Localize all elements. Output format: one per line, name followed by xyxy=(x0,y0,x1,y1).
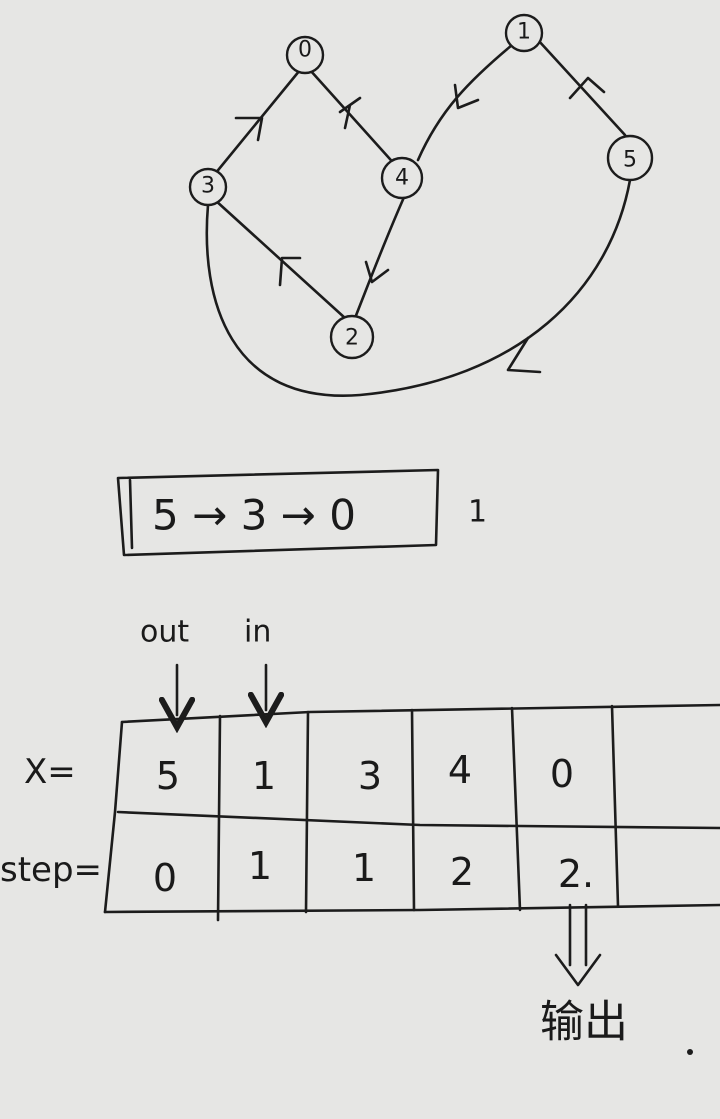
arrow-mark-5-1 xyxy=(568,76,606,100)
svg-text:0: 0 xyxy=(298,38,312,63)
path-sequence: 5 → 3 → 0 xyxy=(152,491,356,540)
edge-4-2 xyxy=(353,193,407,320)
arrow-mark-3-0 xyxy=(234,116,264,142)
path-side-note: 1 xyxy=(468,495,487,530)
arrow-mark-5-3 xyxy=(506,336,542,374)
in-label: in xyxy=(244,615,271,650)
svg-text:5: 5 xyxy=(623,148,637,173)
node-1: 1 xyxy=(504,13,544,53)
svg-text:4: 4 xyxy=(395,166,409,191)
node-5: 5 xyxy=(606,134,654,182)
x-cell: 5 xyxy=(156,754,180,798)
x-cell: 3 xyxy=(358,754,382,798)
x-row-label: X= xyxy=(24,752,76,792)
node-2: 2 xyxy=(329,314,375,360)
output-double-arrow xyxy=(554,903,602,987)
arrow-mark-2-3 xyxy=(278,256,302,287)
graph: 0 1 2 3 4 5 xyxy=(188,13,654,397)
step-cell: 1 xyxy=(352,846,376,890)
step-cell: 2. xyxy=(558,852,594,896)
step-cell: 0 xyxy=(153,856,177,900)
arrow-mark-4-0 xyxy=(338,96,362,130)
step-cell: 1 xyxy=(248,844,272,888)
queue-table: X= step= 5 1 3 4 0 0 1 1 2 2. xyxy=(0,703,720,922)
edge-2-3 xyxy=(213,198,347,320)
x-cell: 4 xyxy=(448,748,472,792)
output: 输出 xyxy=(540,903,693,1055)
step-row-label: step= xyxy=(0,850,102,890)
out-label: out xyxy=(140,615,189,650)
arrow-mark-4-2 xyxy=(364,260,390,284)
svg-text:3: 3 xyxy=(201,174,215,199)
path-box: 5 → 3 → 0 1 xyxy=(116,468,487,557)
node-0: 0 xyxy=(285,35,325,75)
output-label: 输出 xyxy=(540,997,628,1048)
x-cell: 0 xyxy=(550,752,574,796)
node-4: 4 xyxy=(380,156,424,200)
edge-1-4 xyxy=(416,43,514,162)
step-cell: 2 xyxy=(450,850,474,894)
queue-pointers: out in xyxy=(140,615,271,716)
svg-text:1: 1 xyxy=(517,20,531,45)
edge-4-0 xyxy=(308,68,400,170)
edge-3-0 xyxy=(208,68,302,182)
x-cell: 1 xyxy=(252,754,276,798)
edge-5-3-curve xyxy=(205,178,632,397)
edge-5-1 xyxy=(536,38,627,137)
arrow-mark-1-4 xyxy=(453,83,480,110)
svg-text:2: 2 xyxy=(345,326,359,351)
node-3: 3 xyxy=(188,167,228,207)
